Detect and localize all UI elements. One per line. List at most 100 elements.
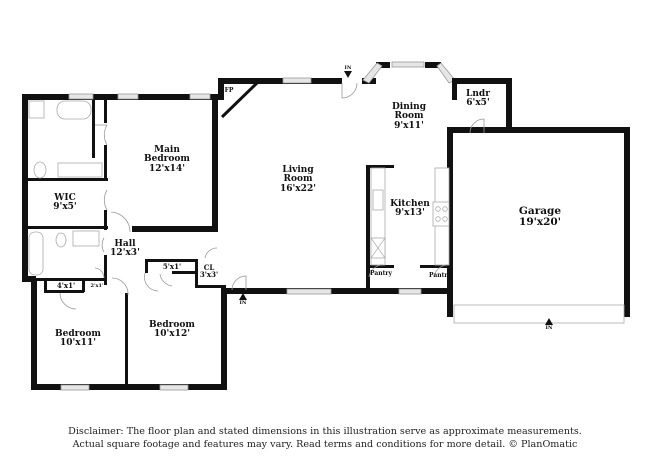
room-label-bedroom-1: Bedroom 10'x11': [55, 329, 101, 349]
wall: [44, 290, 84, 293]
room-label-pantry-right: Pantry: [428, 272, 452, 279]
room-label-bedroom-2: Bedroom 10'x12': [149, 320, 195, 340]
wall: [104, 210, 107, 230]
disclaimer-line-2: Actual square footage and features may v…: [72, 439, 578, 450]
wall: [145, 259, 195, 262]
door-swing: [144, 272, 159, 292]
wall: [452, 78, 457, 100]
door-swing: [111, 277, 129, 296]
wall: [212, 94, 218, 232]
wall: [26, 278, 106, 281]
room-name: Room: [283, 174, 313, 185]
room-name: Pantry: [428, 272, 452, 279]
door-swing: [59, 292, 77, 310]
window: [159, 384, 189, 391]
sink: [372, 189, 384, 211]
room-name: Bedroom: [149, 320, 195, 330]
room-name: Hall: [114, 239, 136, 249]
door-swing: [110, 211, 131, 233]
vanity: [57, 162, 103, 178]
fireplace-label: FP: [225, 87, 234, 94]
room-dimensions: 2'x1': [90, 283, 104, 289]
entry-label: IN: [344, 65, 352, 71]
room-name: Main: [154, 145, 180, 155]
wall: [447, 127, 453, 317]
window: [189, 93, 211, 100]
window: [282, 77, 312, 84]
shower: [28, 100, 45, 119]
disclaimer: Disclaimer: The floor plan and stated di…: [0, 425, 650, 451]
window: [286, 288, 332, 295]
room-label-closet-4x1: 4'x1': [57, 282, 75, 290]
room-dimensions: 6'x5': [466, 98, 490, 109]
wall: [31, 278, 37, 390]
window: [117, 93, 139, 100]
room-label-pantry-left: Pantry: [369, 270, 393, 277]
wall: [376, 62, 390, 68]
room-name: Bedroom: [55, 329, 101, 339]
wall: [26, 226, 108, 229]
window: [398, 288, 422, 295]
room-label-cl: CL 3'x3': [200, 264, 218, 279]
room-label-closet-2x1: 2'x1': [90, 283, 104, 289]
wall: [82, 278, 85, 292]
room-label-dining-room: Dining Room 9'x11': [391, 102, 427, 131]
wall: [624, 127, 630, 317]
toilet: [55, 232, 67, 248]
room-dimensions: 10'x11': [60, 338, 96, 349]
wall: [104, 145, 107, 181]
room-label-kitchen: Kitchen 9'x13': [390, 199, 430, 219]
room-label-laundry: Lndr 6'x5': [466, 89, 490, 109]
door-swing: [433, 264, 449, 278]
disclaimer-line-1: Disclaimer: The floor plan and stated di…: [68, 426, 582, 437]
wall: [44, 278, 47, 292]
room-dimensions: 12'x3': [110, 248, 140, 259]
entry-marker-dining: IN: [344, 66, 352, 79]
room-dimensions: 3'x3': [199, 270, 219, 280]
bathtub: [56, 100, 92, 120]
room-name: Bedroom: [144, 154, 190, 165]
entry-label: IN: [239, 300, 247, 306]
door-swing: [95, 124, 108, 146]
bay-window: [436, 62, 456, 84]
room-dimensions: 12'x14': [149, 163, 185, 174]
entry-marker-garage: IN: [545, 318, 553, 331]
entry-marker-front: IN: [239, 293, 247, 306]
room-dimensions: 19'x20': [519, 216, 561, 229]
wall: [452, 127, 630, 133]
room-name: Garage: [518, 205, 562, 217]
wall: [218, 78, 342, 84]
stove: [432, 201, 450, 227]
wall: [22, 94, 28, 282]
wall: [172, 271, 197, 274]
wall: [104, 98, 107, 123]
room-name: Pantry: [369, 270, 393, 277]
room-name: Dining: [391, 102, 427, 112]
room-dimensions: 16'x22': [280, 183, 316, 194]
wall: [366, 265, 394, 268]
room-label-garage: Garage 19'x20': [518, 205, 562, 229]
room-dimensions: 9'x5': [53, 202, 77, 213]
room-name: Living: [282, 165, 314, 175]
wall: [366, 165, 394, 168]
wall: [145, 259, 148, 273]
toilet: [33, 161, 47, 179]
room-label-living-room: Living Room 16'x22': [280, 165, 316, 194]
vanity: [72, 230, 100, 247]
fireplace-line: [220, 80, 260, 119]
door-swing: [101, 237, 105, 253]
room-dimensions: 9'x13': [395, 208, 425, 219]
door-swing: [341, 82, 358, 99]
room-name: WIC: [54, 193, 76, 203]
wall: [366, 165, 370, 290]
bathtub: [28, 231, 44, 276]
bay-window: [362, 62, 383, 84]
wall: [92, 98, 95, 158]
wall: [425, 62, 441, 68]
wall: [104, 255, 107, 285]
up-arrow-icon: [545, 318, 553, 325]
room-label-closet-5x1: 5'x1': [163, 263, 181, 271]
wall: [195, 259, 198, 288]
room-dimensions: 9'x11': [394, 120, 424, 131]
